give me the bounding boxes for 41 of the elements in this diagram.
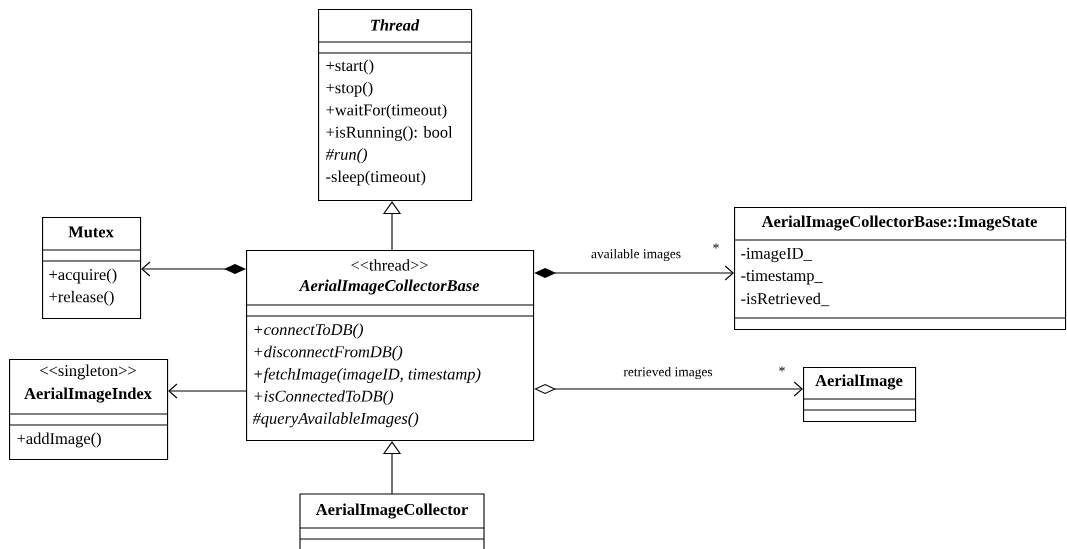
operation-text: +addImage()	[17, 432, 101, 448]
class-name: Thread	[371, 19, 420, 31]
class-name: AerialImageCollector	[315, 503, 468, 519]
class-name: AerialImage	[815, 374, 903, 390]
operation-text: +stop()	[326, 81, 373, 97]
class-box	[299, 493, 485, 549]
operation-text: #queryAvailableImages()	[252, 412, 419, 428]
class-box	[8, 359, 169, 461]
operation-text: +release()	[49, 290, 114, 306]
operation-text: +waitFor(timeout)	[326, 103, 447, 119]
aggregation-arrow	[534, 381, 803, 397]
operation-text: -sleep(timeout)	[326, 170, 426, 186]
class-box	[802, 367, 917, 423]
operation-text: +isRunning(): bool	[326, 126, 453, 142]
class-box	[245, 250, 535, 442]
class-name: AerialImageCollectorBase::ImageState	[761, 215, 1037, 231]
edge-label: available images	[590, 247, 682, 263]
stereotype-label: <<singleton>>	[40, 364, 136, 380]
stereotype-label: <<thread>>	[351, 259, 428, 271]
class-name: AerialImageCollectorBase	[298, 279, 480, 295]
association-arrow	[168, 383, 247, 399]
composition-arrow	[141, 261, 246, 277]
composition-arrow	[534, 265, 734, 281]
class-name: Mutex	[68, 226, 114, 238]
class-box	[733, 207, 1067, 331]
attribute-text: -imageID_	[741, 247, 812, 263]
operation-text: +fetchImage(imageID, timestamp)	[254, 367, 481, 383]
multiplicity-label: *	[779, 366, 785, 372]
operation-text: +connectToDB()	[254, 323, 363, 339]
class-box	[317, 9, 473, 202]
class-name: AerialImageIndex	[24, 387, 152, 403]
operation-text: +disconnectFromDB()	[254, 345, 403, 361]
attribute-text: -timestamp_	[741, 270, 823, 285]
operation-text: +start()	[326, 59, 374, 75]
operation-text: +acquire()	[49, 268, 117, 284]
operation-text: +isConnectedToDB()	[254, 390, 394, 406]
operation-text: #run()	[325, 148, 368, 164]
class-box	[41, 217, 142, 320]
edge-label: retrieved images	[622, 365, 714, 381]
attribute-text: -isRetrieved_	[741, 292, 830, 307]
multiplicity-label: *	[713, 243, 719, 249]
